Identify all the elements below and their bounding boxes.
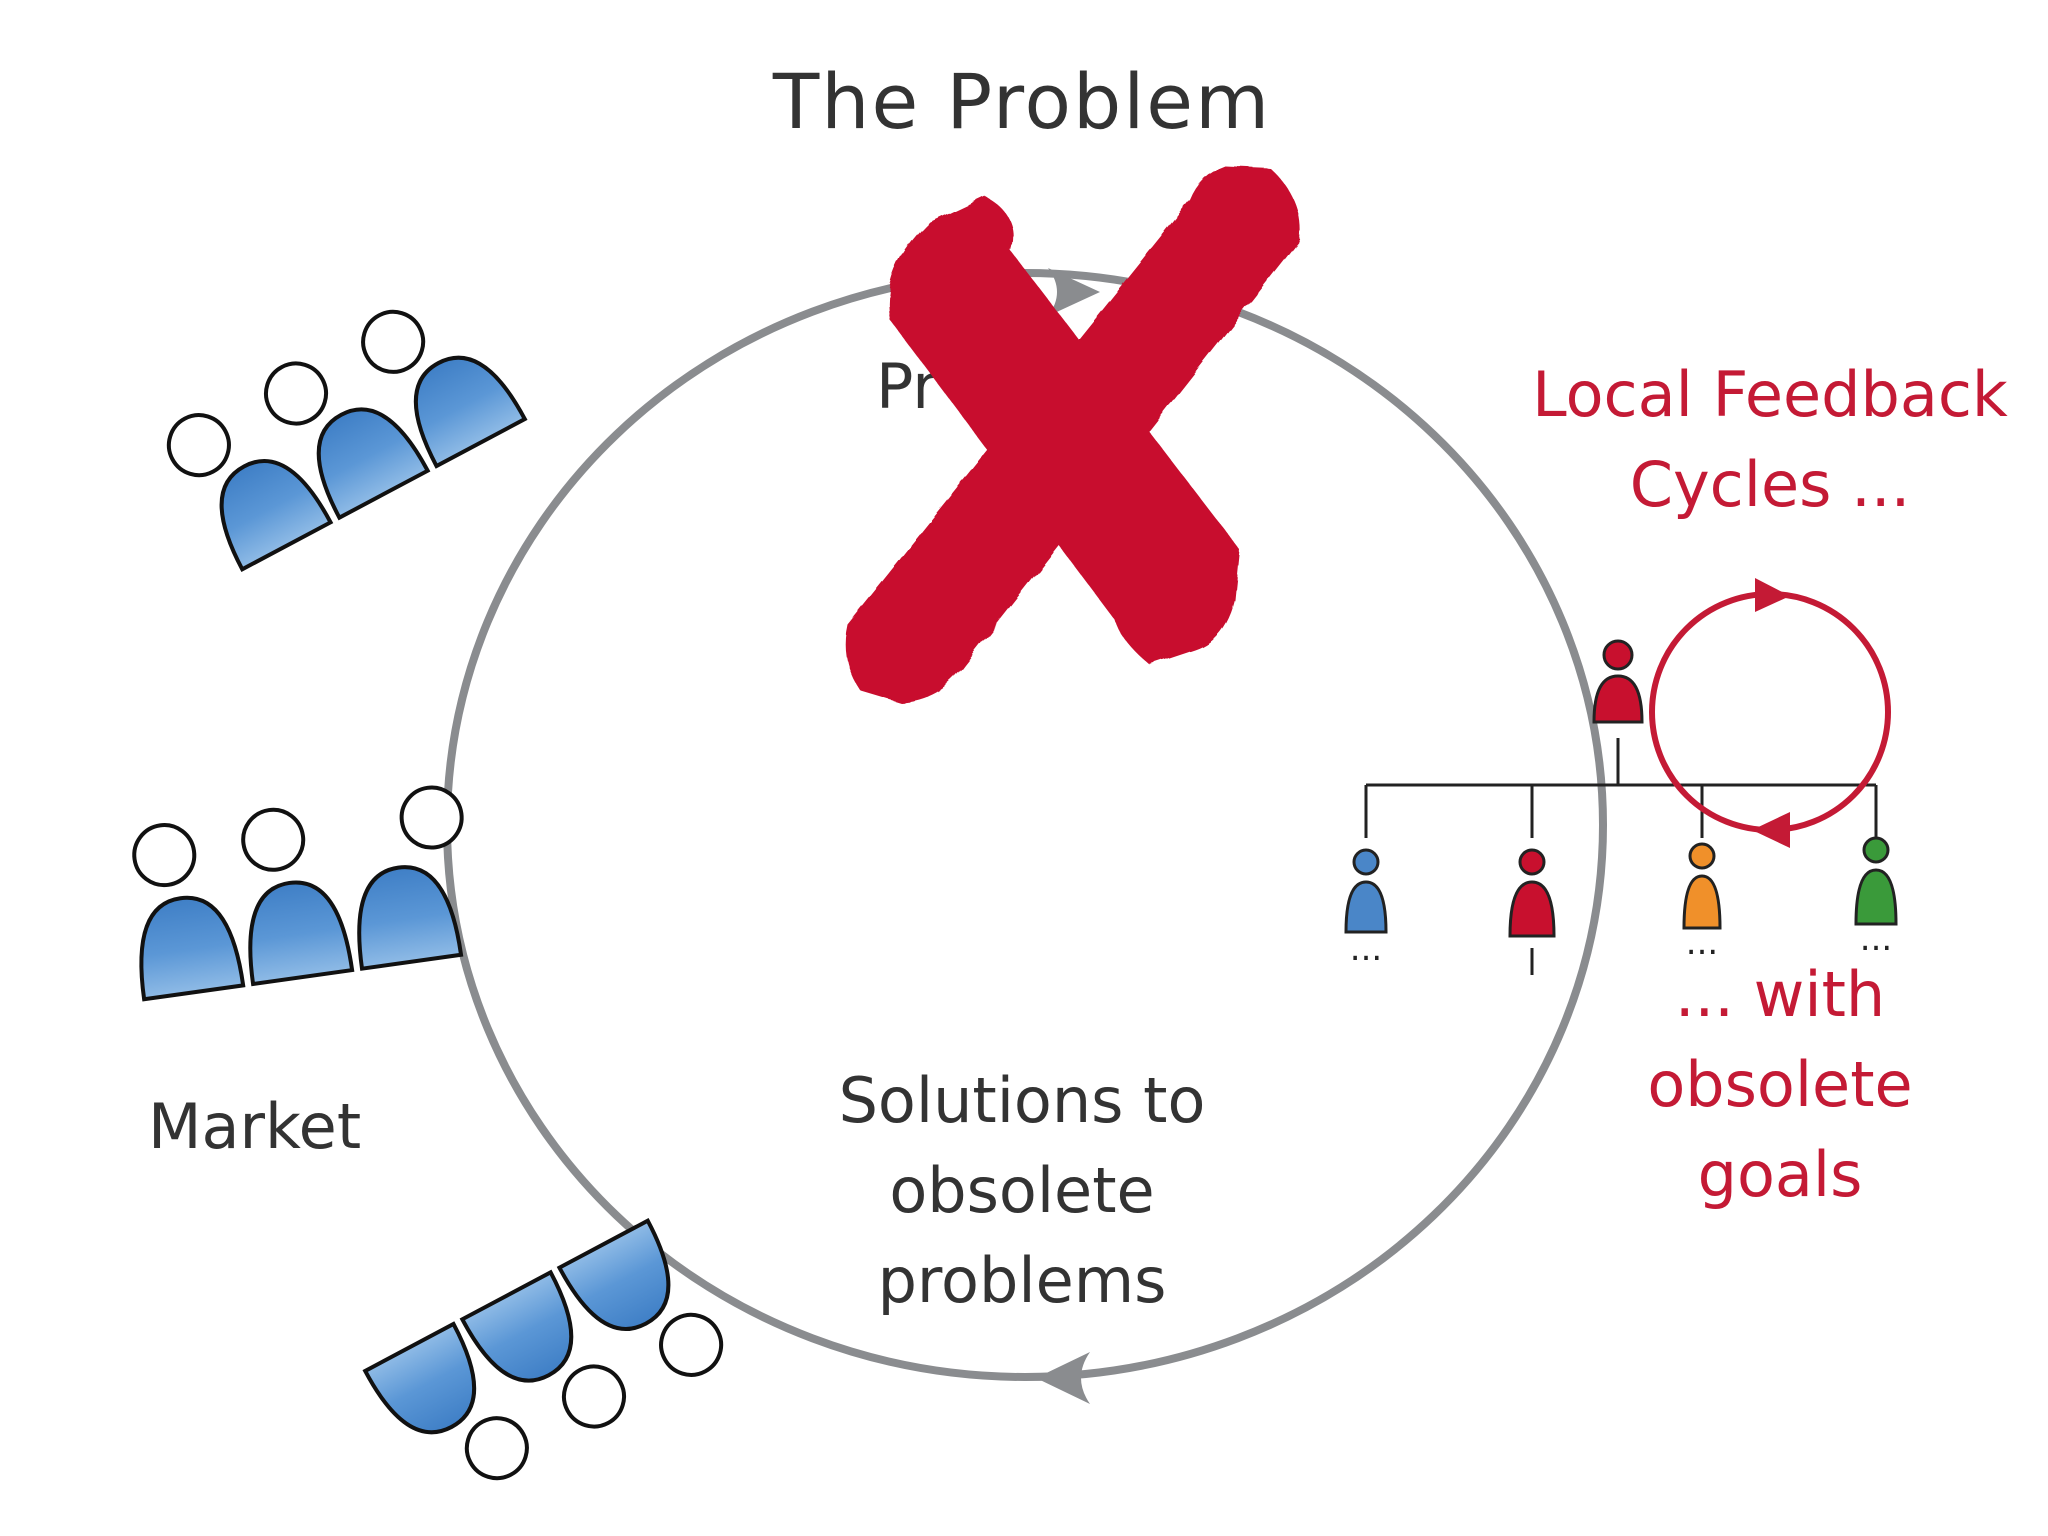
person-icon (556, 1217, 724, 1377)
org-member-orange-icon: ... (1682, 842, 1722, 963)
cycle-arrow-top-icon (1048, 268, 1100, 316)
obsolete-goals-label: ... with obsolete goals (1647, 958, 1912, 1211)
person-icon (459, 1269, 626, 1429)
obsolete-goals-line-1: ... with (1675, 958, 1885, 1031)
market-group-bottom (362, 1217, 724, 1481)
solutions-line-3: problems (878, 1244, 1167, 1317)
cross-out-icon (845, 166, 1301, 702)
person-icon (361, 309, 528, 469)
person-icon (241, 807, 355, 987)
local-feedback-line-1: Local Feedback (1532, 358, 2008, 431)
org-member-green-icon: ... (1854, 836, 1898, 959)
person-icon (132, 823, 246, 1002)
solutions-line-2: obsolete (889, 1154, 1154, 1227)
feedback-arrow-top-icon (1755, 578, 1790, 612)
diagram-title: The Problem (772, 57, 1271, 146)
org-member-blue-icon: ... (1344, 848, 1388, 969)
person-icon (357, 785, 464, 971)
person-icon (362, 1321, 529, 1481)
org-member-red-icon (1508, 848, 1556, 938)
person-icon (166, 413, 334, 573)
org-member-orange-ellipsis: ... (1686, 923, 1718, 963)
person-icon (264, 361, 431, 521)
org-boss-icon (1592, 639, 1644, 724)
local-feedback-line-2: Cycles ... (1630, 448, 1911, 521)
obsolete-goals-line-3: goals (1698, 1138, 1863, 1211)
org-member-blue-ellipsis: ... (1350, 929, 1382, 969)
solutions-label: Solutions to obsolete problems (839, 1064, 1206, 1317)
local-feedback-heading: Local Feedback Cycles ... (1532, 358, 2008, 521)
market-group-middle (132, 785, 464, 1002)
local-feedback-cycle (1649, 578, 1891, 848)
solutions-line-1: Solutions to (839, 1064, 1206, 1137)
org-chart (1364, 738, 1878, 975)
org-member-green-ellipsis: ... (1860, 919, 1892, 959)
market-label: Market (148, 1090, 361, 1163)
obsolete-goals-line-2: obsolete (1647, 1048, 1912, 1121)
cycle-arrow-bottom-icon (1036, 1352, 1090, 1404)
market-group-top (166, 309, 528, 573)
feedback-arrow-bottom-icon (1752, 812, 1790, 848)
